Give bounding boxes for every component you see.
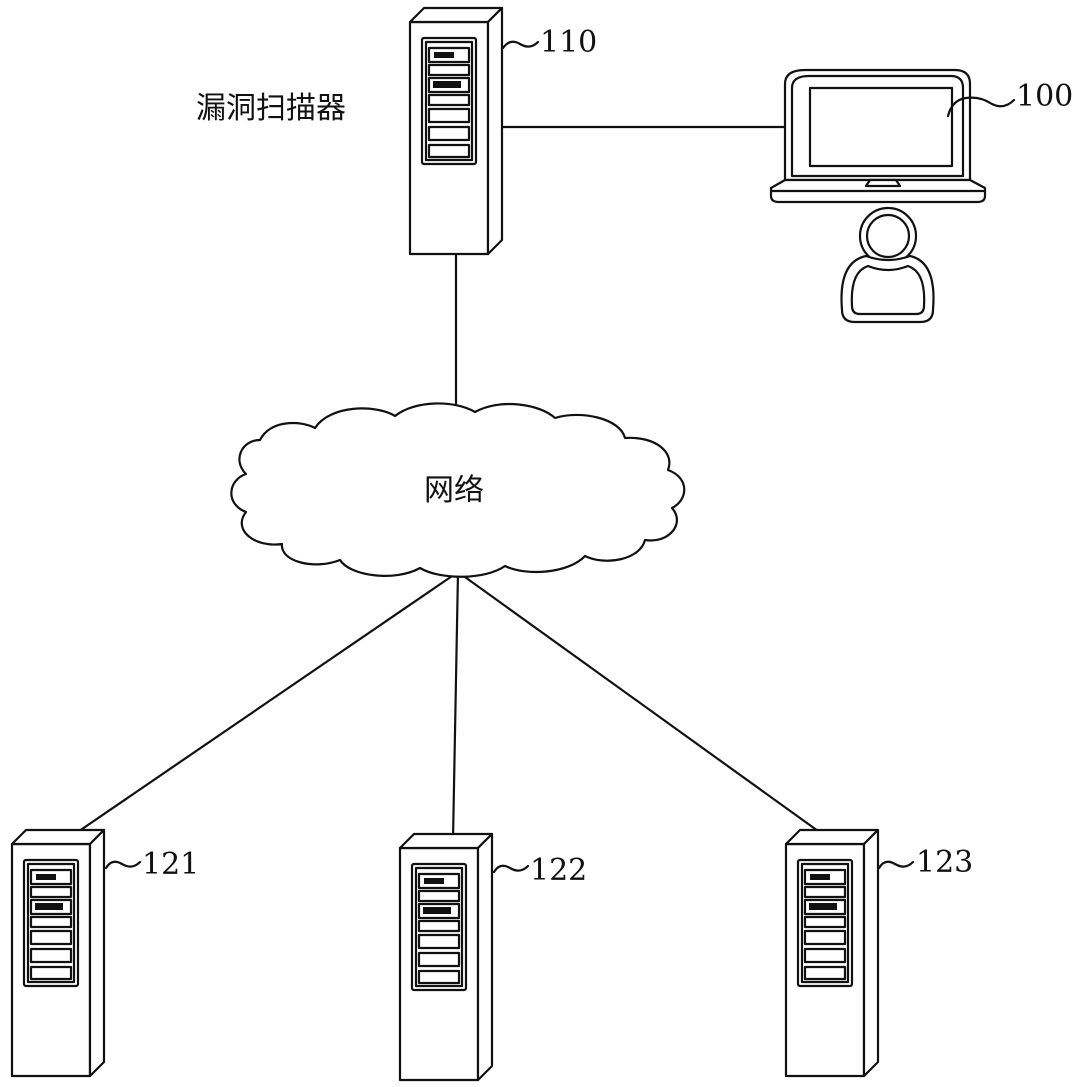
server-tower-icon (408, 6, 504, 256)
target-ref-122: 122 (530, 853, 588, 888)
leader-110 (501, 40, 540, 50)
user-icon (840, 206, 935, 324)
scanner-label: 漏洞扫描器 (196, 91, 346, 126)
laptop-icon (769, 68, 987, 204)
server-tower-icon (10, 828, 106, 1078)
target-ref-121: 121 (142, 847, 200, 882)
server-tower-icon (398, 832, 494, 1082)
leader-121 (104, 860, 142, 870)
link-network-123 (456, 570, 827, 838)
target-ref-123: 123 (916, 845, 974, 880)
leader-123 (877, 860, 915, 870)
network-label: 网络 (424, 473, 484, 508)
leader-100 (946, 96, 1016, 118)
terminal-ref: 100 (1016, 79, 1074, 114)
leader-122 (492, 864, 530, 874)
cloud-icon (230, 402, 686, 578)
scanner-ref: 110 (540, 25, 598, 60)
server-tower-icon (784, 828, 880, 1078)
link-network-121 (64, 570, 460, 842)
link-network-122 (451, 570, 460, 842)
